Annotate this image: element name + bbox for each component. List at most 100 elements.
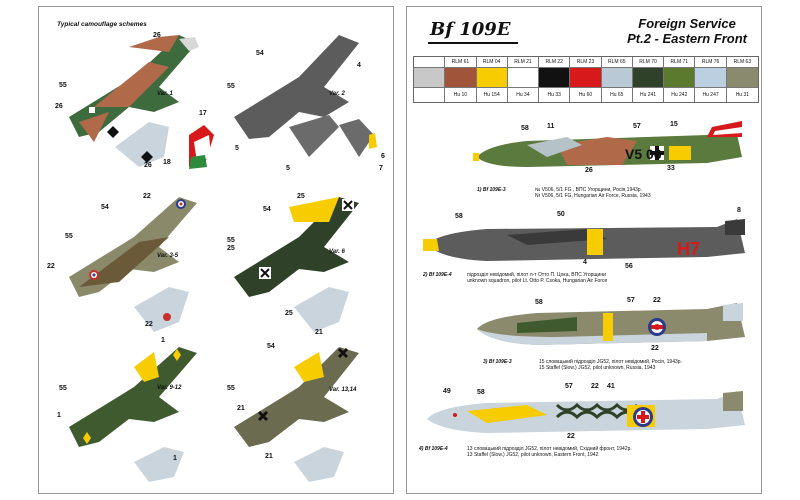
caption-line: unknown squadron, pilot Lt. Otto P. Csok… — [467, 278, 608, 285]
callout-number: 25 — [285, 310, 293, 317]
variant-label: Var. 9-12 — [157, 385, 182, 391]
hu-code: Hu 247 — [702, 92, 719, 98]
callout-number: 18 — [163, 159, 171, 166]
color-chip — [414, 68, 445, 88]
aircraft-2-caption: 2) Bf 109E-4 підрозділ невідомий, пілот … — [423, 272, 607, 284]
callout-number: 56 — [625, 263, 633, 270]
title-line-2: Pt.2 - Eastern Front — [627, 31, 747, 46]
callout-number: 54 — [267, 343, 275, 350]
rlm-code: RLM 71 — [664, 57, 695, 68]
rlm-code — [414, 57, 445, 68]
callout-number: 4 — [357, 62, 361, 69]
callout-number: 55 — [227, 83, 235, 90]
callout-number: 1 — [57, 412, 61, 419]
callout-number: 58 — [521, 125, 529, 132]
variant-label: Var. 1 — [157, 91, 173, 97]
callout-number: 55 — [227, 385, 235, 392]
variant-label: Var. 3-5 — [157, 253, 179, 259]
section-title: Typical camouflage schemes — [57, 21, 147, 28]
callout-number: 57 — [633, 123, 641, 130]
callout-number: 33 — [667, 165, 675, 172]
callout-number: 22 — [651, 345, 659, 352]
callout-number: 1 — [161, 337, 165, 344]
callout-number: 26 — [585, 167, 593, 174]
color-swatch — [414, 57, 446, 102]
callout-number: 57 — [627, 297, 635, 304]
aircraft-profiles: V5 06 H7 — [423, 121, 745, 433]
rlm-code: RLM 65 — [601, 57, 632, 68]
hu-code: Hu 60 — [578, 92, 593, 98]
aircraft-1-profile: V5 06 — [473, 121, 742, 167]
callout-number: 1 — [173, 455, 177, 462]
callout-number: 22 — [145, 321, 153, 328]
rlm-code: RLM 04 — [476, 57, 507, 68]
callout-number: 55 — [59, 82, 67, 89]
hu-code: Hu 154 — [483, 92, 500, 98]
camouflage-illustrations — [69, 35, 377, 482]
var9-12-planform — [69, 347, 197, 482]
hu-code: Hu 241 — [639, 92, 657, 98]
callout-number: 21 — [315, 329, 323, 336]
callout-number: 41 — [607, 383, 615, 390]
callout-number: 49 — [443, 388, 451, 395]
aircraft-4-profile — [427, 391, 745, 433]
aircraft-1-caption-head: 1) Bf 109E-3 — [477, 187, 506, 193]
callout-number: 22 — [47, 263, 55, 270]
callout-number: 11 — [547, 123, 555, 130]
color-chip — [601, 68, 632, 88]
callout-number: 58 — [477, 389, 485, 396]
right-page: Bf 109E Foreign Service Pt.2 - Eastern F… — [406, 6, 762, 494]
rlm-code: RLM 70 — [632, 57, 664, 68]
aircraft-2-codes: H7 — [677, 239, 700, 259]
variant-label: Var. 6 — [329, 249, 345, 255]
callout-number: 7 — [379, 165, 383, 172]
caption-line: 13 Staffel (Slow.) JG52, pilot unknown, … — [467, 452, 599, 459]
rlm-code: RLM 23 — [570, 57, 601, 68]
color-chip — [445, 68, 476, 88]
callout-number: 22 — [143, 193, 151, 200]
rlm-code: RLM 21 — [507, 57, 539, 68]
caption-line: 15 Staffel (Slow.) JG52, pilot unknown, … — [539, 365, 656, 372]
color-swatch: RLM 23 Hu 60 — [570, 57, 602, 102]
caption-line: № V506, 5/1 FG , ВПС Угорщини, Росія,194… — [535, 187, 642, 193]
color-swatch: RLM 21 Hu 34 — [507, 57, 540, 102]
logo-text: Bf 109E — [429, 19, 511, 40]
callout-number: 22 — [653, 297, 661, 304]
caption-line: 15 словацький підрозділ JG52, пілот неві… — [539, 359, 682, 365]
caption-line: Nr V506, 5/1 FG, Hungarian Air Force, Ru… — [535, 193, 651, 200]
caption-line: підрозділ невідомий, пілот л-т Отто П. Ц… — [467, 272, 606, 278]
var3-5-planform — [69, 197, 197, 332]
callout-number: 55 — [227, 237, 235, 244]
callout-number: 4 — [583, 259, 587, 266]
caption-line: 13 словацький підрозділ JG52, пілот неві… — [467, 446, 632, 452]
hu-code: Hu 10 — [453, 92, 468, 98]
color-chip — [726, 68, 758, 88]
callout-number: 58 — [535, 299, 543, 306]
callout-number: 26 — [144, 162, 152, 169]
page-title: Foreign Service Pt.2 - Eastern Front — [627, 16, 747, 46]
callout-number: 55 — [65, 233, 73, 240]
callout-number: 6 — [381, 153, 385, 160]
color-swatch: RLM 04 Hu 154 — [476, 57, 508, 102]
hu-code: Hu 242 — [671, 92, 688, 98]
callout-number: 55 — [59, 385, 67, 392]
callout-number: 22 — [567, 433, 575, 440]
variant-label: Var. 13,14 — [329, 387, 357, 393]
callout-number: 54 — [256, 50, 264, 57]
callout-number: 57 — [565, 383, 573, 390]
hu-code: Hu 34 — [516, 92, 530, 98]
var13-14-planform — [234, 347, 359, 482]
callout-number: 26 — [55, 103, 63, 110]
callout-number: 15 — [670, 121, 678, 128]
aircraft-4-caption: 4) Bf 109E-4 13 словацький підрозділ JG5… — [419, 446, 632, 459]
color-swatch: RLM 71 Hu 242 — [664, 57, 696, 102]
var1-planform — [69, 35, 214, 169]
rlm-code: RLM 22 — [539, 57, 570, 68]
left-page: Typical camouflage schemes — [38, 6, 394, 494]
aircraft-1-codes: V5 06 — [625, 146, 662, 162]
